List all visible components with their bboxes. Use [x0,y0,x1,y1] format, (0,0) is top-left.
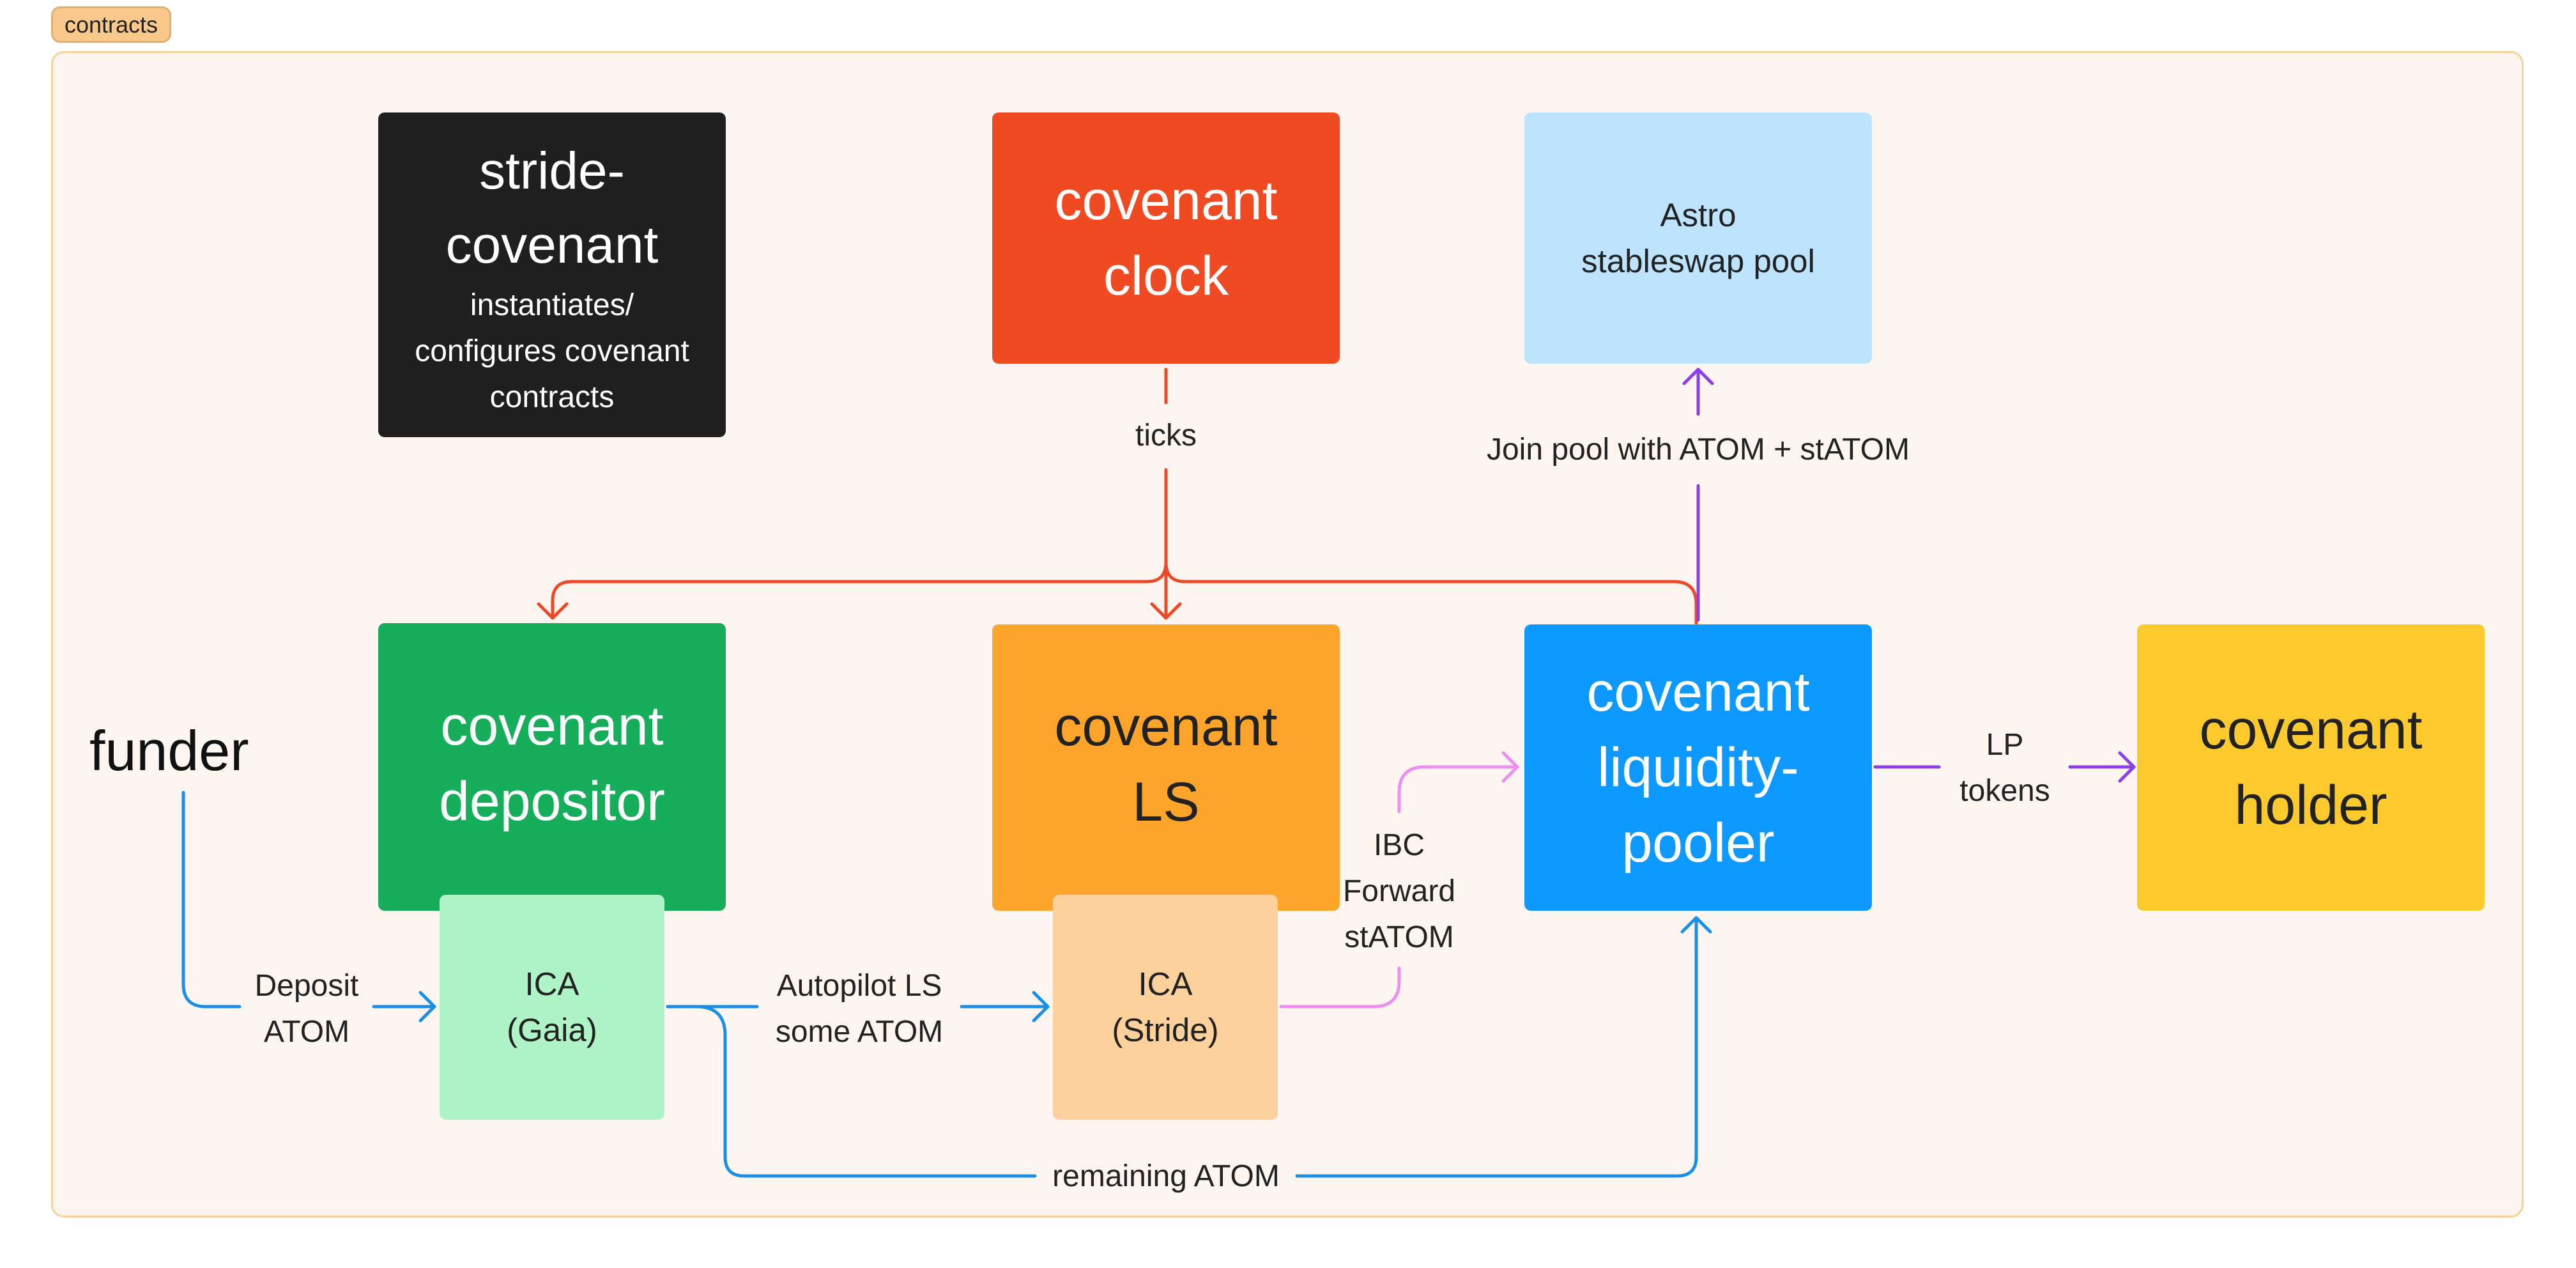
node-title: clock [1103,245,1229,307]
node-title: depositor [439,771,665,832]
node-title: covenant [1586,661,1810,723]
covenant-liquidity-pooler-node[interactable]: covenant liquidity- pooler [1524,624,1872,911]
covenant-depositor-node[interactable]: covenant depositor [378,623,726,911]
deposit-atom-label-text: Deposit [254,969,359,1003]
ticks-label: ticks [1089,413,1243,459]
ibc-forward-label: IBC Forward stATOM [1329,823,1469,961]
covenant-holder-node[interactable]: covenant holder [2137,624,2485,911]
node-title: covenant [1054,696,1278,757]
node-title: (Gaia) [507,1012,597,1048]
remaining-atom-arrowhead [1680,916,1712,934]
ibc-forward-label-text: Forward [1342,874,1456,908]
astro-stableswap-pool-node[interactable]: Astro stableswap pool [1524,112,1872,364]
node-title: stride- [479,142,625,200]
join-pool-label: Join pool with ATOM + stATOM [1450,427,1946,473]
node-title: covenant [440,695,664,757]
remaining-atom-edge-right [1295,917,1698,1178]
tick-edge-to-depositor [551,561,1168,619]
ibc-forward-arrowhead [1501,751,1519,783]
node-title: covenant [445,216,659,274]
tick-edge-to-pooler [1164,561,1698,625]
node-title: LS [1132,771,1200,833]
funder-node[interactable]: funder [89,716,256,786]
lp-tokens-arrowhead [2118,751,2136,783]
covenant-ls-node[interactable]: covenant LS [992,624,1340,911]
node-title: Astro [1660,196,1736,233]
remaining-atom-label-text: remaining ATOM [1052,1159,1280,1193]
node-title: funder [89,719,249,782]
deposit-arrowhead [418,991,436,1023]
autopilot-arrowhead [1032,991,1050,1023]
node-title: pooler [1621,812,1775,874]
covenant-clock-node[interactable]: covenant clock [992,112,1340,364]
node-title: ICA [1138,966,1193,1002]
node-subtitle: configures covenant [415,334,689,368]
autopilot-label: Autopilot LS some ATOM [760,963,958,1055]
deposit-edge-left [181,791,241,1009]
autopilot-label-text: Autopilot LS [776,969,942,1003]
node-title: covenant [1054,169,1278,231]
remaining-atom-label: remaining ATOM [1038,1154,1294,1200]
node-subtitle: contracts [489,380,615,414]
remaining-atom-edge-left [666,1005,1037,1178]
lp-tokens-label: LP tokens [1942,722,2067,814]
lp-tokens-label-text: tokens [1959,774,2050,808]
tick-arrowhead-depositor [537,602,569,620]
node-subtitle: instantiates/ [470,288,634,322]
stride-covenant-node[interactable]: stride- covenant instantiates/ configure… [378,112,726,437]
autopilot-label-text: some ATOM [775,1015,944,1049]
node-title: covenant [2199,699,2423,761]
ibc-forward-label-text: stATOM [1344,920,1454,954]
ica-stride-node[interactable]: ICA (Stride) [1053,895,1278,1120]
node-title: holder [2234,775,2388,836]
join-pool-label-text: Join pool with ATOM + stATOM [1486,433,1910,467]
ibc-forward-label-text: IBC [1373,828,1425,862]
node-title: ICA [525,966,579,1002]
ica-gaia-node[interactable]: ICA (Gaia) [440,895,664,1120]
node-title: stableswap pool [1581,242,1815,279]
section-tag[interactable]: contracts [51,6,172,43]
node-title: liquidity- [1597,737,1799,798]
ticks-label-text: ticks [1135,419,1197,452]
ibc-forward-edge-upper [1397,765,1519,814]
lp-tokens-label-text: LP [1986,728,2024,762]
deposit-atom-label: Deposit ATOM [243,963,371,1055]
tick-arrowhead-ls [1150,602,1182,620]
deposit-atom-label-text: ATOM [263,1015,350,1049]
node-title: (Stride) [1112,1012,1219,1048]
ibc-forward-edge-lower [1279,966,1401,1009]
join-pool-arrowhead [1682,367,1714,385]
